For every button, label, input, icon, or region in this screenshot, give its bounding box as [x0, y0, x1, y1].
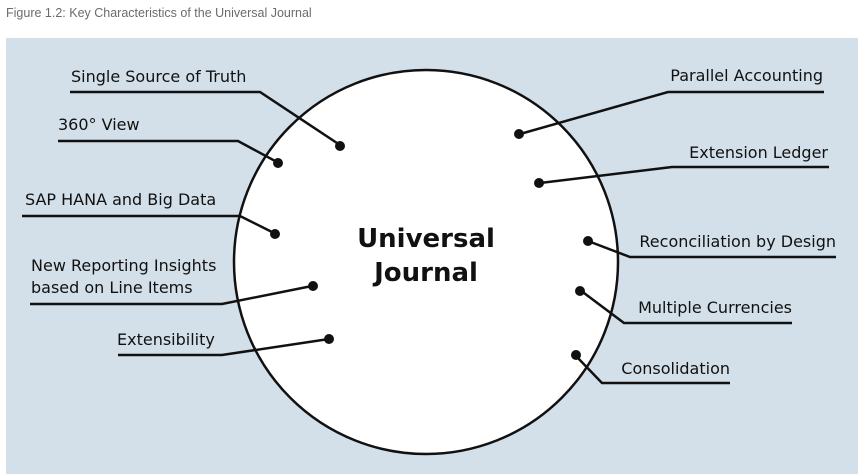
- pointer-dot: [308, 281, 318, 291]
- pointer-dot: [273, 158, 283, 168]
- pointer-dot: [514, 129, 524, 139]
- label-consolidation: Consolidation: [621, 359, 730, 378]
- callout-extension-ledger: Extension Ledger: [534, 143, 829, 188]
- pointer-dot: [270, 229, 280, 239]
- pointer-dot: [571, 350, 581, 360]
- callout-consolidation: Consolidation: [571, 350, 730, 385]
- label-reporting-line2: based on Line Items: [31, 278, 193, 297]
- center-title-line2: Journal: [372, 258, 478, 288]
- callout-single-source-of-truth: Single Source of Truth: [70, 67, 345, 151]
- callout-360-view: 360° View: [58, 115, 283, 168]
- callout-new-reporting-insights: New Reporting Insights based on Line Ite…: [30, 256, 318, 306]
- universal-journal-circle: [232, 68, 620, 456]
- callout-extensibility: Extensibility: [117, 330, 334, 357]
- callout-reconciliation-by-design: Reconciliation by Design: [583, 232, 836, 259]
- label-multiple-currencies: Multiple Currencies: [638, 298, 792, 317]
- callout-parallel-accounting: Parallel Accounting: [514, 66, 824, 139]
- label-parallel-accounting: Parallel Accounting: [670, 66, 823, 85]
- callout-sap-hana-big-data: SAP HANA and Big Data: [22, 190, 280, 239]
- label-extensibility: Extensibility: [117, 330, 215, 349]
- label-reconciliation-by-design: Reconciliation by Design: [639, 232, 836, 251]
- label-360-view: 360° View: [58, 115, 140, 134]
- callout-multiple-currencies: Multiple Currencies: [575, 286, 792, 325]
- pointer-dot: [534, 178, 544, 188]
- pointer-dot: [335, 141, 345, 151]
- label-single-source-of-truth: Single Source of Truth: [71, 67, 246, 86]
- pointer-dot: [324, 334, 334, 344]
- figure-caption: Figure 1.2: Key Characteristics of the U…: [6, 6, 312, 20]
- label-sap-hana-big-data: SAP HANA and Big Data: [25, 190, 216, 209]
- pointer-dot: [575, 286, 585, 296]
- label-reporting-line1: New Reporting Insights: [31, 256, 216, 275]
- center-title-line1: Universal: [357, 224, 495, 254]
- label-extension-ledger: Extension Ledger: [689, 143, 828, 162]
- pointer-dot: [583, 236, 593, 246]
